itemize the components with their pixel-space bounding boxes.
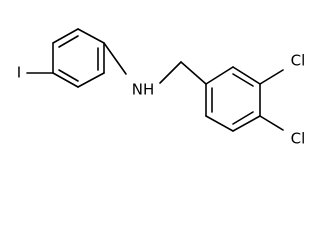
double-bond-inner	[232, 111, 254, 125]
iodophenyl-ring	[52, 28, 105, 88]
amine-label: NH	[132, 81, 155, 99]
double-bond-inner	[232, 73, 254, 87]
iodine-label: I	[17, 64, 21, 82]
bond	[205, 115, 234, 132]
bond	[52, 28, 79, 44]
n-ch2-bond	[159, 61, 182, 84]
chlorine-bottom-label: Cl	[291, 130, 306, 148]
ch2-ring-bond	[180, 61, 207, 85]
double-bond-inner	[58, 69, 79, 82]
bond	[232, 66, 261, 85]
bond	[205, 66, 234, 85]
c-n-bond	[103, 42, 127, 75]
bond	[77, 72, 105, 88]
c-cl-bond-top	[259, 69, 284, 85]
bond	[232, 115, 261, 132]
molecule-structure: I NH Cl Cl	[17, 28, 306, 148]
bond	[77, 28, 105, 44]
bond	[52, 72, 79, 88]
double-bond-inner	[58, 35, 79, 48]
dichlorophenyl-ring	[205, 66, 261, 132]
c-cl-bond-bottom	[259, 115, 284, 131]
chlorine-top-label: Cl	[291, 52, 306, 70]
